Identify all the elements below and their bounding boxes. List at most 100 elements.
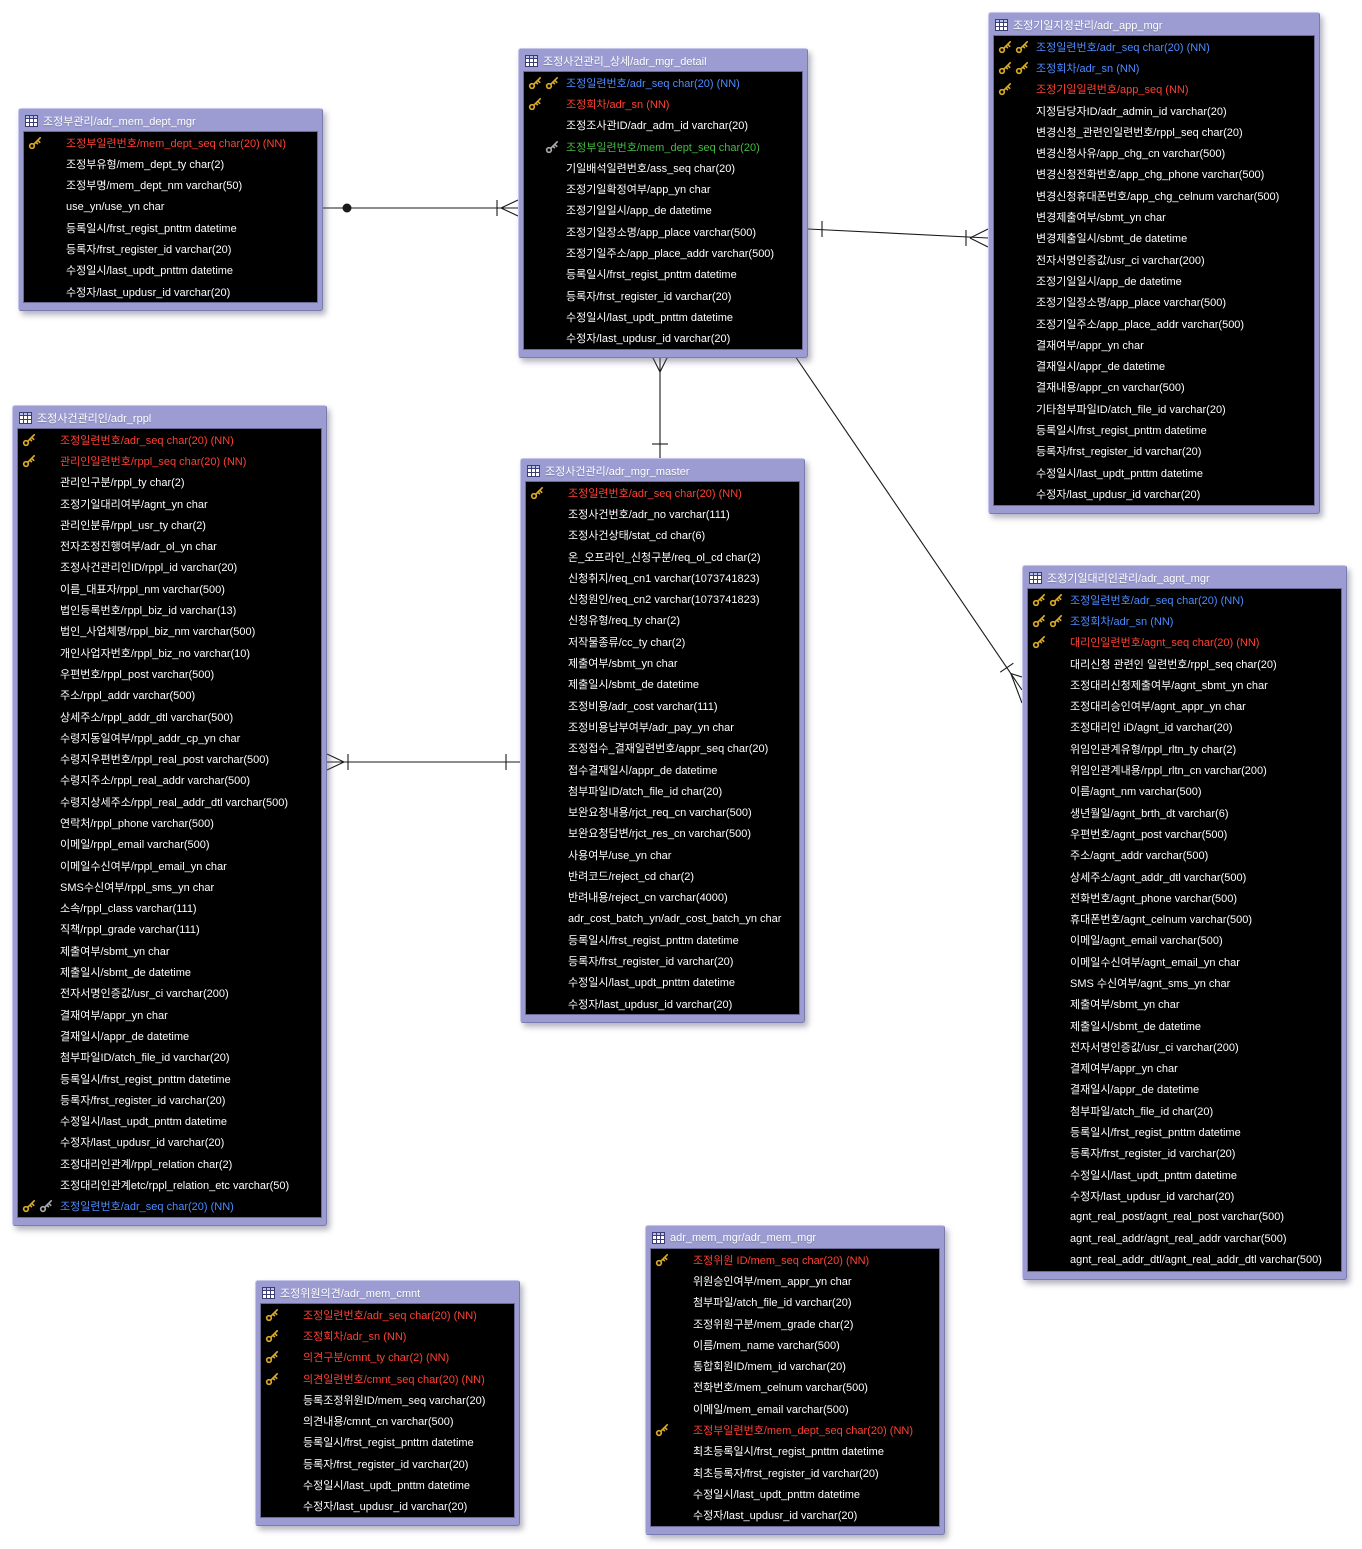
column-row[interactable]: 조정기일주소/app_place_addr varchar(500) — [524, 242, 802, 263]
column-row[interactable]: 우편번호/agnt_post varchar(500) — [1028, 823, 1341, 844]
column-row[interactable]: agnt_real_addr/agnt_real_addr varchar(50… — [1028, 1228, 1341, 1249]
column-row[interactable]: 조정기일장소명/app_place varchar(500) — [994, 292, 1314, 313]
entity-header[interactable]: adr_mem_mgr/adr_mem_mgr — [650, 1229, 940, 1246]
column-row[interactable]: 조정회차/adr_sn (NN) — [994, 57, 1314, 78]
column-row[interactable]: 등록일시/frst_regist_pnttm datetime — [994, 419, 1314, 440]
entity-header[interactable]: 조정위원의견/adr_mem_cmnt — [260, 1284, 515, 1301]
column-row[interactable]: 전화번호/mem_celnum varchar(500) — [651, 1377, 939, 1398]
column-row[interactable]: 조정비용/adr_cost varchar(111) — [526, 695, 799, 716]
column-row[interactable]: 상세주소/rppl_addr_dtl varchar(500) — [18, 706, 321, 727]
column-row[interactable]: 등록자/frst_register_id varchar(20) — [24, 238, 317, 259]
column-row[interactable]: 조정부일련번호/mem_dept_seq char(20) (NN) — [24, 132, 317, 153]
column-row[interactable]: 결재일시/appr_de datetime — [18, 1025, 321, 1046]
column-row[interactable]: 조정부일련번호/mem_dept_seq char(20) — [524, 136, 802, 157]
column-row[interactable]: 최초등록자/frst_register_id varchar(20) — [651, 1462, 939, 1483]
column-row[interactable]: 조정부유형/mem_dept_ty char(2) — [24, 153, 317, 174]
column-row[interactable]: 조정일련번호/adr_seq char(20) (NN) — [524, 72, 802, 93]
column-row[interactable]: 법인등록번호/rppl_biz_id varchar(13) — [18, 599, 321, 620]
column-row[interactable]: 소속/rppl_class varchar(111) — [18, 898, 321, 919]
column-row[interactable]: 등록일시/frst_regist_pnttm datetime — [261, 1432, 514, 1453]
column-row[interactable]: 조정부명/mem_dept_nm varchar(50) — [24, 175, 317, 196]
column-row[interactable]: 수령지상세주소/rppl_real_addr_dtl varchar(500) — [18, 791, 321, 812]
column-row[interactable]: use_yn/use_yn char — [24, 196, 317, 217]
column-row[interactable]: 개인사업자번호/rppl_biz_no varchar(10) — [18, 642, 321, 663]
relation-adr_mgr_detail-to-adr_app_mgr[interactable] — [807, 221, 989, 248]
column-row[interactable]: 조정회차/adr_sn (NN) — [1028, 610, 1341, 631]
column-row[interactable]: 의견일련번호/cmnt_seq char(20) (NN) — [261, 1368, 514, 1389]
column-row[interactable]: 수정일시/last_updt_pnttm datetime — [994, 462, 1314, 483]
column-row[interactable]: 관리인분류/rppl_usr_ty char(2) — [18, 514, 321, 535]
column-row[interactable]: 결재내용/appr_cn varchar(500) — [994, 377, 1314, 398]
entity-header[interactable]: 조정사건관리인/adr_rppl — [17, 409, 322, 426]
column-row[interactable]: 조정일련번호/adr_seq char(20) (NN) — [526, 482, 799, 503]
column-row[interactable]: 휴대폰번호/agnt_celnum varchar(500) — [1028, 908, 1341, 929]
column-row[interactable]: 신청취지/req_cn1 varchar(1073741823) — [526, 567, 799, 588]
column-row[interactable]: 변경신청사유/app_chg_cn varchar(500) — [994, 142, 1314, 163]
column-row[interactable]: 조정대리인관계etc/rppl_relation_etc varchar(50) — [18, 1174, 321, 1195]
column-row[interactable]: 수정자/last_updusr_id varchar(20) — [994, 483, 1314, 504]
column-row[interactable]: 조정대리인관계/rppl_relation char(2) — [18, 1153, 321, 1174]
relation-adr_mem_dept_mgr-to-adr_mgr_detail[interactable] — [323, 199, 519, 217]
column-row[interactable]: 조정일련번호/adr_seq char(20) (NN) — [261, 1304, 514, 1325]
column-row[interactable]: 등록자/frst_register_id varchar(20) — [524, 285, 802, 306]
column-row[interactable]: 조정기일확정여부/app_yn char — [524, 178, 802, 199]
entity-header[interactable]: 조정사건관리_상세/adr_mgr_detail — [523, 52, 803, 69]
column-row[interactable]: 등록자/frst_register_id varchar(20) — [18, 1089, 321, 1110]
column-row[interactable]: 이메일/rppl_email varchar(500) — [18, 834, 321, 855]
column-row[interactable]: SMS 수신여부/agnt_sms_yn char — [1028, 972, 1341, 993]
column-row[interactable]: 주소/rppl_addr varchar(500) — [18, 685, 321, 706]
column-row[interactable]: 조정기일일시/app_de datetime — [994, 270, 1314, 291]
column-row[interactable]: 수정일시/last_updt_pnttm datetime — [18, 1111, 321, 1132]
entity-header[interactable]: 조정부관리/adr_mem_dept_mgr — [23, 112, 318, 129]
column-row[interactable]: 수정일시/last_updt_pnttm datetime — [24, 260, 317, 281]
relation-adr_mgr_master-to-adr_mgr_detail[interactable] — [651, 355, 669, 458]
column-row[interactable]: 조정기일장소명/app_place varchar(500) — [524, 221, 802, 242]
column-row[interactable]: 반려내용/reject_cn varchar(4000) — [526, 887, 799, 908]
column-row[interactable]: 조정접수_결재일련번호/appr_seq char(20) — [526, 738, 799, 759]
column-row[interactable]: 전화번호/agnt_phone varchar(500) — [1028, 887, 1341, 908]
entity-adr_mgr_detail[interactable]: 조정사건관리_상세/adr_mgr_detail 조정일련번호/adr_seq c… — [518, 48, 808, 358]
column-row[interactable]: 위임인관계유형/rppl_rltn_ty char(2) — [1028, 738, 1341, 759]
column-row[interactable]: 전자서명인증값/usr_ci varchar(200) — [18, 983, 321, 1004]
column-row[interactable]: 제출일시/sbmt_de datetime — [18, 961, 321, 982]
column-row[interactable]: 첨부파일ID/atch_file_id varchar(20) — [18, 1047, 321, 1068]
column-row[interactable]: 조정일련번호/adr_seq char(20) (NN) — [18, 429, 321, 450]
column-row[interactable]: 수정일시/last_updt_pnttm datetime — [1028, 1164, 1341, 1185]
column-row[interactable]: 조정대리승인여부/agnt_appr_yn char — [1028, 695, 1341, 716]
column-row[interactable]: 등록자/frst_register_id varchar(20) — [1028, 1143, 1341, 1164]
column-row[interactable]: 결재일시/appr_de datetime — [994, 355, 1314, 376]
column-row[interactable]: 조정대리신청제출여부/agnt_sbmt_yn char — [1028, 674, 1341, 695]
column-row[interactable]: 수정자/last_updusr_id varchar(20) — [651, 1505, 939, 1526]
column-row[interactable]: 관리인일련번호/rppl_seq char(20) (NN) — [18, 450, 321, 471]
column-row[interactable]: 관리인구분/rppl_ty char(2) — [18, 472, 321, 493]
column-row[interactable]: 접수결재일시/appr_de datetime — [526, 759, 799, 780]
column-row[interactable]: 등록조정위원ID/mem_seq varchar(20) — [261, 1389, 514, 1410]
column-row[interactable]: 조정사건상태/stat_cd char(6) — [526, 525, 799, 546]
column-row[interactable]: 위원승인여부/mem_appr_yn char — [651, 1270, 939, 1291]
entity-adr_mem_dept_mgr[interactable]: 조정부관리/adr_mem_dept_mgr 조정부일련번호/mem_dept_s… — [18, 108, 323, 312]
column-row[interactable]: 조정대리인 iD/agnt_id varchar(20) — [1028, 717, 1341, 738]
column-row[interactable]: 의견내용/cmnt_cn varchar(500) — [261, 1410, 514, 1431]
column-row[interactable]: 제출일시/sbmt_de datetime — [1028, 1015, 1341, 1036]
column-row[interactable]: 수령지동일여부/rppl_addr_cp_yn char — [18, 727, 321, 748]
column-row[interactable]: 전자서명인증값/usr_ci varchar(200) — [994, 249, 1314, 270]
column-row[interactable]: 이름/mem_name varchar(500) — [651, 1334, 939, 1355]
column-row[interactable]: 등록일시/frst_regist_pnttm datetime — [524, 264, 802, 285]
entity-header[interactable]: 조정기일지정관리/adr_app_mgr — [993, 16, 1315, 33]
column-row[interactable]: agnt_real_addr_dtl/agnt_real_addr_dtl va… — [1028, 1249, 1341, 1270]
column-row[interactable]: 수정일시/last_updt_pnttm datetime — [524, 306, 802, 327]
entity-header[interactable]: 조정사건관리/adr_mgr_master — [525, 462, 800, 479]
column-row[interactable]: 수정자/last_updusr_id varchar(20) — [18, 1132, 321, 1153]
column-row[interactable]: 수정일시/last_updt_pnttm datetime — [651, 1483, 939, 1504]
column-row[interactable]: 온_오프라인_신청구분/req_ol_cd char(2) — [526, 546, 799, 567]
column-row[interactable]: 조정기일주소/app_place_addr varchar(500) — [994, 313, 1314, 334]
column-row[interactable]: 조정기일대리여부/agnt_yn char — [18, 493, 321, 514]
column-row[interactable]: 전자조정진행여부/adr_ol_yn char — [18, 535, 321, 556]
column-row[interactable]: 수령지우편번호/rppl_real_post varchar(500) — [18, 748, 321, 769]
column-row[interactable]: 등록자/frst_register_id varchar(20) — [994, 441, 1314, 462]
entity-adr_mem_cmnt[interactable]: 조정위원의견/adr_mem_cmnt 조정일련번호/adr_seq char(2… — [255, 1280, 520, 1526]
column-row[interactable]: 조정일련번호/adr_seq char(20) (NN) — [18, 1196, 321, 1217]
column-row[interactable]: 조정기일일련번호/app_seq (NN) — [994, 79, 1314, 100]
column-row[interactable]: 상세주소/agnt_addr_dtl varchar(500) — [1028, 866, 1341, 887]
